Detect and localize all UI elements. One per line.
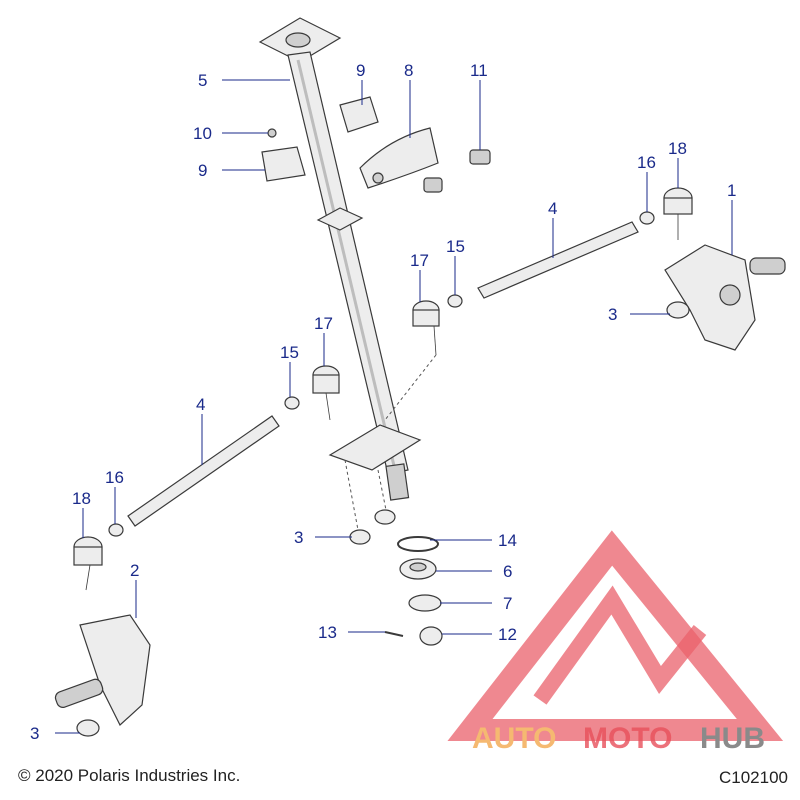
callout-13: 13 [318, 623, 337, 642]
callout-16-right: 16 [637, 153, 656, 172]
callout-leaders [55, 79, 733, 734]
bushing-upper-part [261, 96, 379, 182]
castle-nut-part [419, 626, 443, 646]
callout-16-left: 16 [105, 468, 124, 487]
callout-17-mid: 17 [410, 251, 429, 270]
callout-7: 7 [503, 594, 512, 613]
tie-rod-left-part [127, 415, 280, 527]
callout-15-left: 15 [280, 343, 299, 362]
bearing-part [399, 558, 437, 580]
tie-rod-right-part [477, 221, 639, 299]
spindle-right-part [664, 244, 786, 351]
callout-18-right: 18 [668, 139, 687, 158]
ball-joint-left-part [73, 536, 103, 591]
nut-right-part [447, 211, 655, 308]
callout-11: 11 [470, 61, 488, 80]
callout-labels: 5 9 8 11 10 9 16 18 1 4 17 15 3 17 15 4 … [30, 61, 736, 743]
copyright-notice: © 2020 Polaris Industries Inc. [18, 766, 241, 785]
callout-8: 8 [404, 61, 413, 80]
callout-6: 6 [503, 562, 512, 581]
nut-left-part [108, 396, 300, 537]
callout-9-lower: 9 [198, 161, 207, 180]
screw-small-part [267, 128, 277, 138]
watermark-word-hub: HUB [700, 722, 765, 755]
washer-part [408, 594, 442, 612]
callout-4-left: 4 [196, 395, 205, 414]
watermark-logo [447, 530, 784, 741]
drawing-code: C102100 [718, 768, 788, 787]
ball-joint-mid-part [412, 300, 440, 356]
callout-12: 12 [498, 625, 517, 644]
callout-2: 2 [130, 561, 139, 580]
watermark-word-moto: MOTO [583, 722, 672, 755]
callout-4-right: 4 [548, 199, 557, 218]
clamp-bracket-part [359, 127, 439, 189]
retaining-ring-part [397, 536, 439, 552]
callout-1: 1 [727, 181, 736, 200]
watermark-wordmark: AUTO MOTO HUB [472, 722, 765, 755]
callout-3-left: 3 [30, 724, 39, 743]
callout-9-upper: 9 [356, 61, 365, 80]
callout-18-left: 18 [72, 489, 91, 508]
callout-14: 14 [498, 531, 517, 550]
watermark-word-auto: AUTO [472, 722, 556, 755]
callout-3-right: 3 [608, 305, 617, 324]
ball-joint-right-part [663, 187, 693, 240]
ball-joint-left-upper-part [312, 365, 340, 421]
callout-5: 5 [198, 71, 207, 90]
flange-nut-part [76, 301, 690, 737]
callout-3-center: 3 [294, 528, 303, 547]
spindle-left-part [54, 614, 151, 726]
steering-column-part [258, 17, 422, 501]
callout-10: 10 [193, 124, 212, 143]
assembly-guide-lines [344, 354, 437, 531]
callout-15-right: 15 [446, 237, 465, 256]
callout-17-left: 17 [314, 314, 333, 333]
cotter-pin-part [384, 631, 404, 637]
